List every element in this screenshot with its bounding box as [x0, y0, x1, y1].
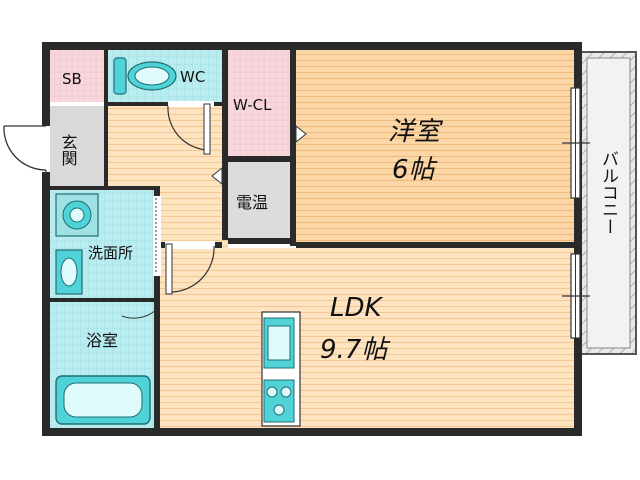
genkan-label: 玄関	[59, 134, 78, 167]
outer-walls	[42, 42, 582, 436]
denon-door-mark	[211, 166, 223, 186]
senmen-label: 洗面所	[88, 244, 133, 262]
ldk-size: 9.7帖	[320, 335, 391, 365]
ldk-door	[165, 241, 215, 295]
wcl-door-mark	[295, 124, 307, 144]
wcl-floor	[228, 50, 292, 158]
balcony-label: バルコニー	[598, 150, 618, 235]
sb-floor	[50, 50, 106, 102]
ldk-floor	[160, 248, 574, 428]
genkan-floor	[50, 106, 104, 186]
denon-label: 電温	[236, 193, 268, 212]
bathtub	[55, 375, 151, 425]
youshitsu-floor	[296, 50, 574, 242]
bath-door-arc	[121, 309, 157, 319]
toilet-fixture	[113, 57, 177, 95]
windows	[562, 87, 590, 339]
wash-basin	[55, 249, 83, 295]
sb-label: SB	[62, 70, 82, 88]
senmen-door	[153, 196, 161, 276]
wcl-label: W-CL	[233, 96, 272, 114]
youshitsu-name: 洋室	[388, 117, 444, 147]
ldk-name: LDK	[330, 293, 384, 323]
washing-machine	[55, 193, 99, 237]
wc-door	[167, 101, 214, 155]
wc-label: WC	[180, 68, 205, 86]
youshitsu-size: 6帖	[392, 155, 439, 185]
yokushitsu-label: 浴室	[86, 331, 118, 350]
kitchen-counter	[261, 311, 301, 427]
denon-floor	[228, 162, 292, 240]
entrance-door	[3, 125, 50, 174]
